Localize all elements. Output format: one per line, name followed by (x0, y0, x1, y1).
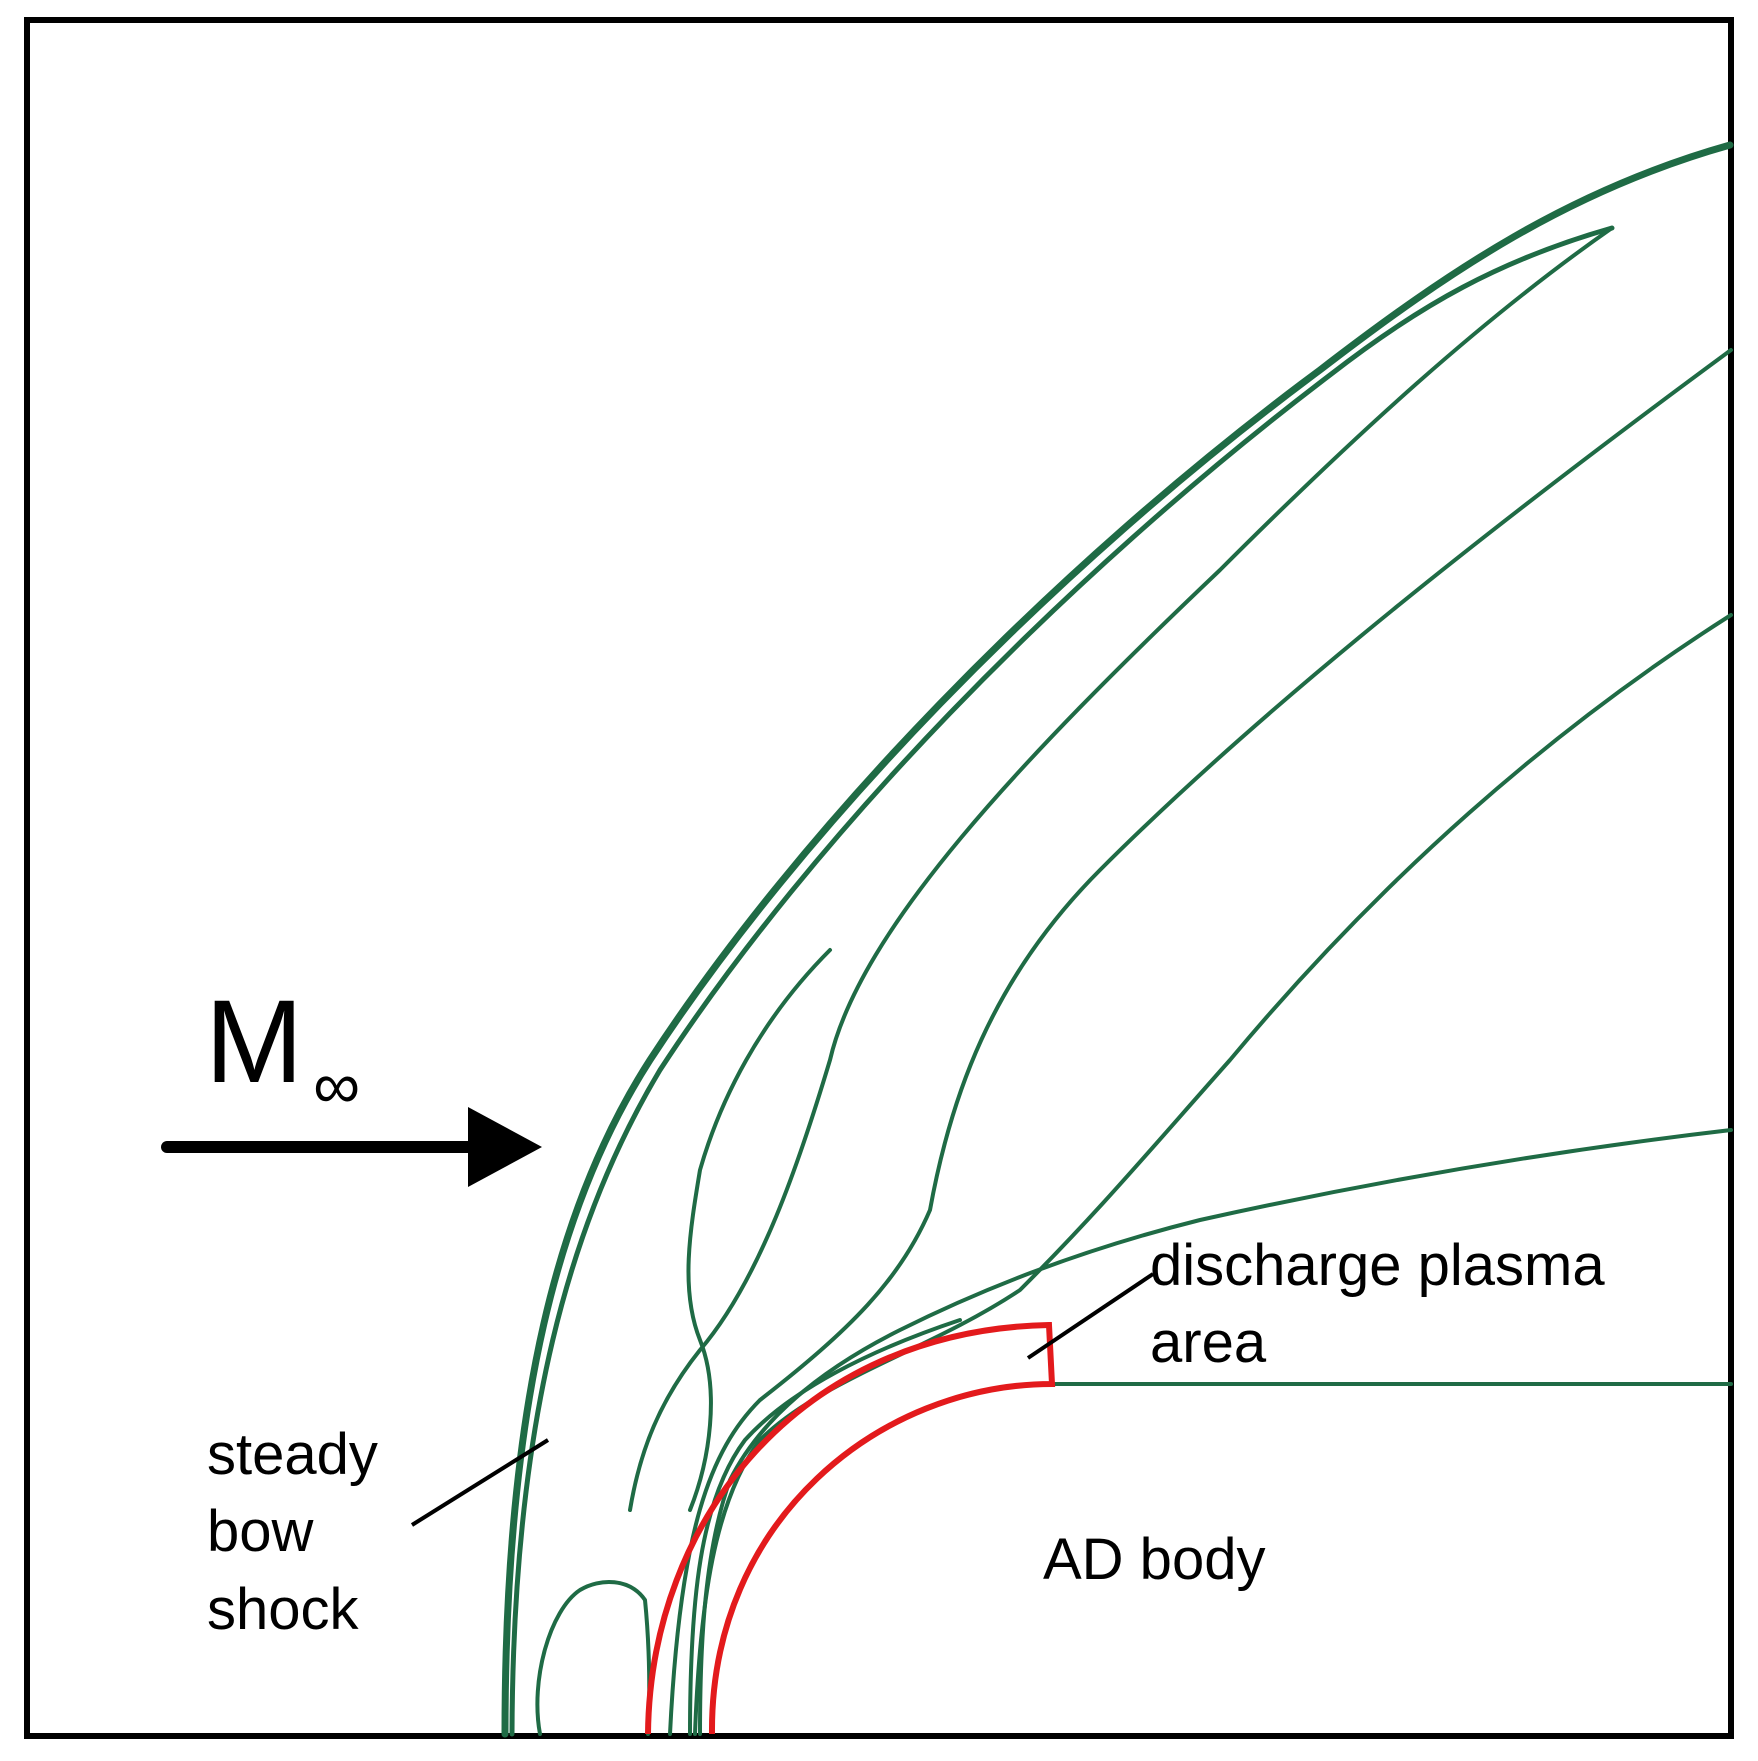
bow-shock-contour (501, 141, 1734, 1738)
contour-line-6 (686, 948, 832, 1512)
contour-line-1 (628, 226, 1614, 1512)
mach-label: M (205, 976, 303, 1108)
bow-shock-inner-contour (509, 225, 1615, 1737)
plasma-label-line-2: area (1150, 1310, 1267, 1375)
plasma-label-line-1: discharge plasma (1150, 1233, 1605, 1298)
contour-line-8 (688, 1318, 962, 1736)
contour-line-7 (535, 1579, 652, 1736)
bow-shock-label-line-1: steady (207, 1422, 378, 1487)
plot-frame (24, 17, 1734, 1739)
contour-line-4 (698, 1128, 1733, 1736)
bow-shock-label-line-3: shock (207, 1577, 360, 1642)
mach-subscript: ∞ (313, 1048, 360, 1122)
contour-line-3 (693, 613, 1733, 1736)
bow-shock-label-line-2: bow (207, 1499, 315, 1564)
contour-line-2 (668, 348, 1733, 1736)
arrow-right-icon (161, 1107, 542, 1187)
bow-shock-leader-line (410, 1438, 550, 1527)
plasma-leader-line (1026, 1272, 1155, 1360)
body-label: AD body (1043, 1527, 1265, 1592)
discharge-plasma-outline (645, 1321, 1056, 1735)
